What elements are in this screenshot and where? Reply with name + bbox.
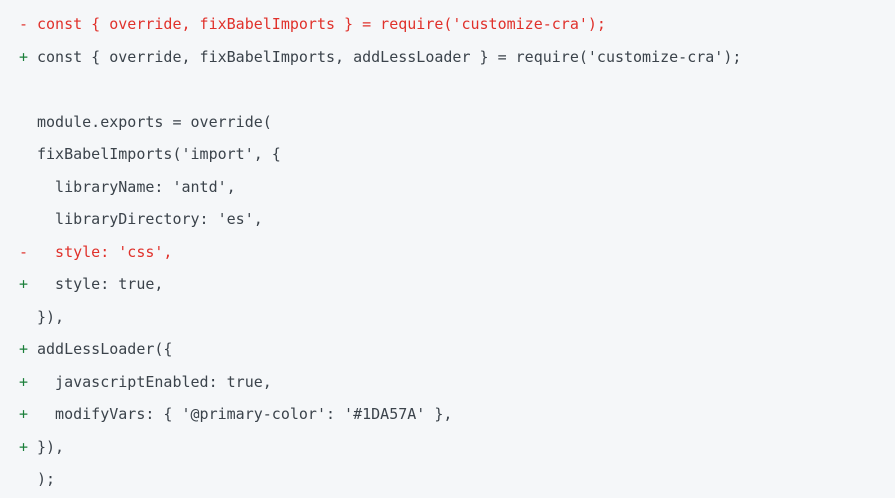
code-text: libraryName: 'antd', <box>37 177 236 196</box>
diff-marker: + <box>19 275 29 293</box>
code-line-blank <box>19 73 895 106</box>
code-line-added: + style: true, <box>19 268 895 301</box>
code-text: const { override, fixBabelImports, addLe… <box>37 47 742 66</box>
code-line-added: + addLessLoader({ <box>19 333 895 366</box>
code-text: libraryDirectory: 'es', <box>37 210 263 228</box>
code-line-removed: - style: 'css', <box>19 236 895 269</box>
code-text: }), <box>37 307 65 326</box>
diff-marker: - <box>19 15 29 33</box>
code-line: libraryName: 'antd', <box>19 171 895 204</box>
diff-marker: + <box>19 47 29 66</box>
code-text: style: true, <box>37 275 164 293</box>
diff-marker: + <box>19 372 29 391</box>
diff-marker: + <box>19 405 29 423</box>
diff-marker: + <box>19 340 29 358</box>
code-line-removed: -const { override, fixBabelImports } = r… <box>19 8 895 41</box>
code-line-added: + const { override, fixBabelImports, addL… <box>19 41 895 74</box>
code-line-added: + modifyVars: { '@primary-color': '#1DA5… <box>19 398 895 431</box>
code-line-added: +}), <box>19 431 895 464</box>
code-text: ); <box>37 470 56 488</box>
code-text: }), <box>37 437 65 456</box>
diff-marker: - <box>19 242 29 261</box>
code-line: fixBabelImports('import', { <box>19 138 895 171</box>
code-line: libraryDirectory: 'es', <box>19 203 895 236</box>
code-text: fixBabelImports('import', { <box>37 145 281 163</box>
code-text: style: 'css', <box>37 242 173 261</box>
code-line: module.exports = override( <box>19 106 895 139</box>
code-line: }), <box>19 301 895 334</box>
code-text: addLessLoader({ <box>37 340 173 358</box>
code-line-added: + javascriptEnabled: true, <box>19 366 895 399</box>
code-text: modifyVars: { '@primary-color': '#1DA57A… <box>37 405 453 423</box>
code-text: module.exports = override( <box>37 112 272 131</box>
diff-marker: + <box>19 437 29 456</box>
code-text: javascriptEnabled: true, <box>37 372 272 391</box>
code-text: const { override, fixBabelImports } = re… <box>37 15 606 33</box>
code-line: ); <box>19 463 895 496</box>
